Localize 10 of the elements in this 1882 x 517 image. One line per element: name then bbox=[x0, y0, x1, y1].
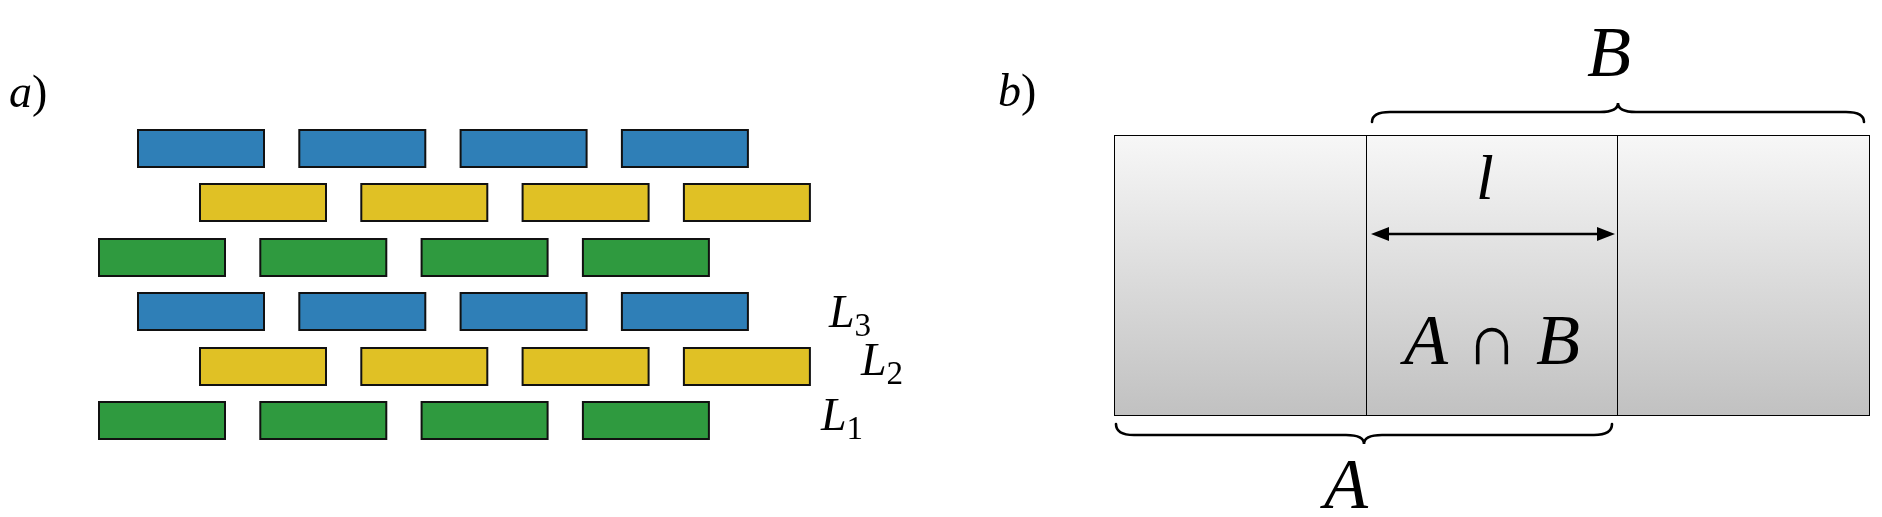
set-label: B bbox=[1587, 16, 1631, 88]
overlap-region bbox=[1365, 135, 1619, 416]
length-label: l bbox=[1476, 146, 1494, 210]
region-box bbox=[1617, 135, 1870, 416]
panel-label: b) bbox=[998, 68, 1037, 114]
layer-label: L$_{3}$ bbox=[829, 289, 872, 335]
layer-label: L$_{2}$ bbox=[861, 337, 904, 383]
region-box bbox=[1114, 135, 1367, 416]
panel-label: a) bbox=[9, 69, 48, 115]
layer-label: L$_{1}$ bbox=[821, 392, 864, 438]
